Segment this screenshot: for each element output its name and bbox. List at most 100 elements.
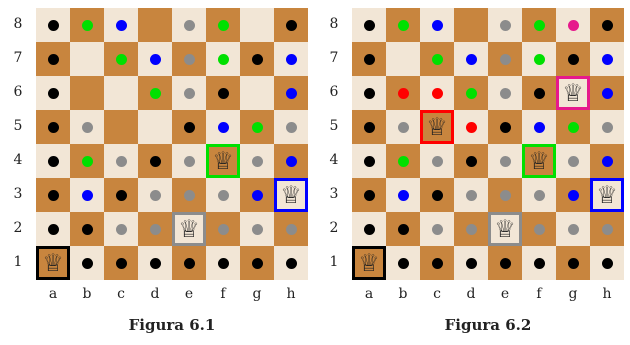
rank-label: 5 — [329, 118, 339, 134]
rank-label: 8 — [329, 16, 339, 32]
attack-dot-black — [47, 223, 59, 235]
rank-label: 7 — [329, 50, 339, 66]
attack-dot-black — [217, 87, 229, 99]
queen-highlight-c5 — [420, 110, 454, 144]
queen-highlight-h3 — [274, 178, 308, 212]
attack-dot-black — [533, 87, 545, 99]
attack-dot-green — [217, 53, 229, 65]
attack-dot-black — [601, 19, 613, 31]
attack-dot-black — [499, 121, 511, 133]
attack-dot-green — [217, 19, 229, 31]
attack-dot-gray — [533, 223, 545, 235]
file-label: a — [48, 286, 58, 302]
attack-dot-black — [363, 19, 375, 31]
file-label: h — [602, 286, 612, 302]
attack-dot-black — [397, 223, 409, 235]
attack-dot-gray — [601, 223, 613, 235]
attack-dot-black — [363, 121, 375, 133]
queen-highlight-h3 — [590, 178, 624, 212]
queen-highlight-g6 — [556, 76, 590, 110]
file-label: c — [117, 286, 125, 302]
square-d8 — [454, 8, 488, 42]
queen-highlight-a1 — [36, 246, 70, 280]
square-a1 — [352, 246, 386, 280]
file-label: f — [536, 286, 542, 302]
attack-dot-gray — [465, 189, 477, 201]
attack-dot-blue — [285, 53, 297, 65]
attack-dot-black — [251, 53, 263, 65]
rank-label: 1 — [329, 254, 339, 270]
square-b7 — [70, 42, 104, 76]
attack-dot-gray — [81, 121, 93, 133]
attack-dot-gray — [567, 223, 579, 235]
file-label: g — [252, 286, 262, 302]
attack-dot-black — [465, 257, 477, 269]
attack-dot-green — [81, 155, 93, 167]
attack-dot-gray — [251, 155, 263, 167]
attack-dot-black — [47, 155, 59, 167]
attack-dot-gray — [115, 223, 127, 235]
attack-dot-gray — [499, 19, 511, 31]
attack-dot-green — [533, 19, 545, 31]
attack-dot-gray — [285, 121, 297, 133]
rank-label: 4 — [13, 152, 23, 168]
queen-icon: ♕ — [596, 181, 618, 209]
square-a1 — [36, 246, 70, 280]
rank-label: 1 — [13, 254, 23, 270]
square-b6 — [70, 76, 104, 110]
attack-dot-black — [81, 257, 93, 269]
attack-dot-blue — [533, 121, 545, 133]
square-f4 — [206, 144, 240, 178]
attack-dot-black — [115, 257, 127, 269]
attack-dot-gray — [499, 53, 511, 65]
attack-dot-black — [363, 189, 375, 201]
square-e2 — [172, 212, 206, 246]
rank-label: 6 — [329, 84, 339, 100]
chessboard: ♕♕♕♕♕♕ — [352, 8, 624, 280]
attack-dot-gray — [183, 87, 195, 99]
rank-label: 4 — [329, 152, 339, 168]
attack-dot-gray — [183, 53, 195, 65]
attack-dot-black — [431, 257, 443, 269]
attack-dot-green — [431, 53, 443, 65]
rank-label: 7 — [13, 50, 23, 66]
attack-dot-blue — [285, 87, 297, 99]
attack-dot-blue — [251, 189, 263, 201]
square-b7 — [386, 42, 420, 76]
attack-dot-blue — [217, 121, 229, 133]
file-label: b — [82, 286, 92, 302]
rank-label: 3 — [13, 186, 23, 202]
attack-dot-blue — [431, 19, 443, 31]
queen-highlight-f4 — [206, 144, 240, 178]
file-label: c — [433, 286, 441, 302]
attack-dot-black — [363, 155, 375, 167]
attack-dot-black — [567, 53, 579, 65]
attack-dot-black — [47, 19, 59, 31]
attack-dot-green — [149, 87, 161, 99]
attack-dot-gray — [285, 223, 297, 235]
attack-dot-green — [533, 53, 545, 65]
attack-dot-blue — [601, 155, 613, 167]
attack-dot-gray — [499, 87, 511, 99]
attack-dot-black — [499, 257, 511, 269]
attack-dot-black — [533, 257, 545, 269]
attack-dot-black — [115, 189, 127, 201]
queen-highlight-a1 — [352, 246, 386, 280]
attack-dot-green — [115, 53, 127, 65]
attack-dot-green — [397, 19, 409, 31]
attack-dot-black — [601, 257, 613, 269]
square-g6 — [556, 76, 590, 110]
attack-dot-gray — [465, 223, 477, 235]
attack-dot-gray — [149, 223, 161, 235]
queen-highlight-f4 — [522, 144, 556, 178]
attack-dot-black — [149, 155, 161, 167]
attack-dot-gray — [251, 223, 263, 235]
file-label: g — [568, 286, 578, 302]
attack-dot-blue — [81, 189, 93, 201]
square-g6 — [240, 76, 274, 110]
attack-dot-blue — [601, 53, 613, 65]
attack-dot-green — [465, 87, 477, 99]
attack-dot-blue — [285, 155, 297, 167]
attack-dot-blue — [397, 189, 409, 201]
attack-dot-green — [567, 121, 579, 133]
